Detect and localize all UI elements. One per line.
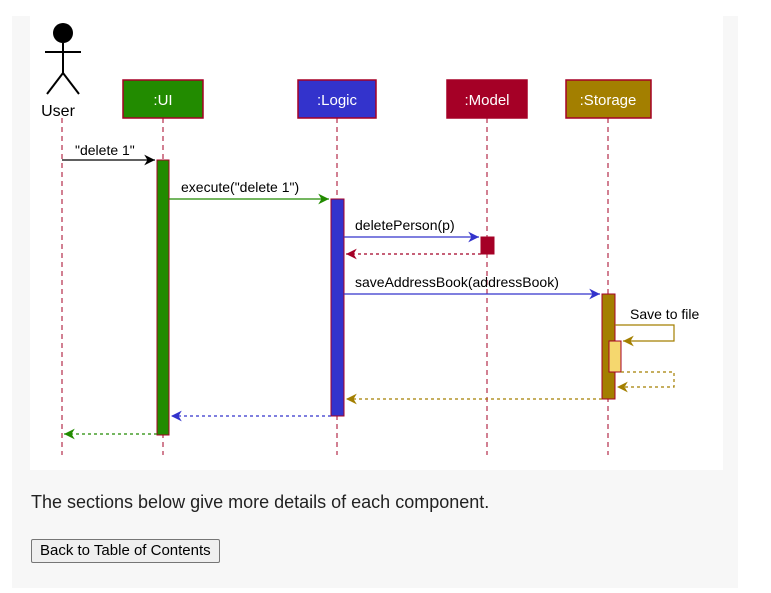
message-label-execute: execute("delete 1") [181,179,299,195]
participant-ui-label: :UI [153,92,172,109]
activation-ui [156,159,170,436]
self-message-label-save-file: Save to file [630,306,699,322]
participant-model: :Model [446,79,528,119]
activation-logic [330,198,345,417]
activation-model [480,236,495,255]
participant-logic-label: :Logic [317,92,358,109]
participant-storage: :Storage [565,79,652,119]
participant-storage-label: :Storage [580,92,637,109]
participant-model-label: :Model [464,92,509,109]
activation-storage-file [608,340,622,373]
back-to-toc-button[interactable]: Back to Table of Contents [31,539,220,563]
participant-ui: :UI [122,79,204,119]
section-caption: The sections below give more details of … [31,492,490,512]
user-actor-icon [45,23,81,95]
actor-label: User [41,103,75,120]
self-return-arrow-save-file [617,371,675,393]
message-label-save: saveAddressBook(addressBook) [355,274,559,290]
self-message-arrow-save-file [615,324,675,347]
participant-logic: :Logic [297,79,377,119]
message-label-delete: "delete 1" [75,142,135,158]
message-label-deleteperson: deletePerson(p) [355,217,455,233]
